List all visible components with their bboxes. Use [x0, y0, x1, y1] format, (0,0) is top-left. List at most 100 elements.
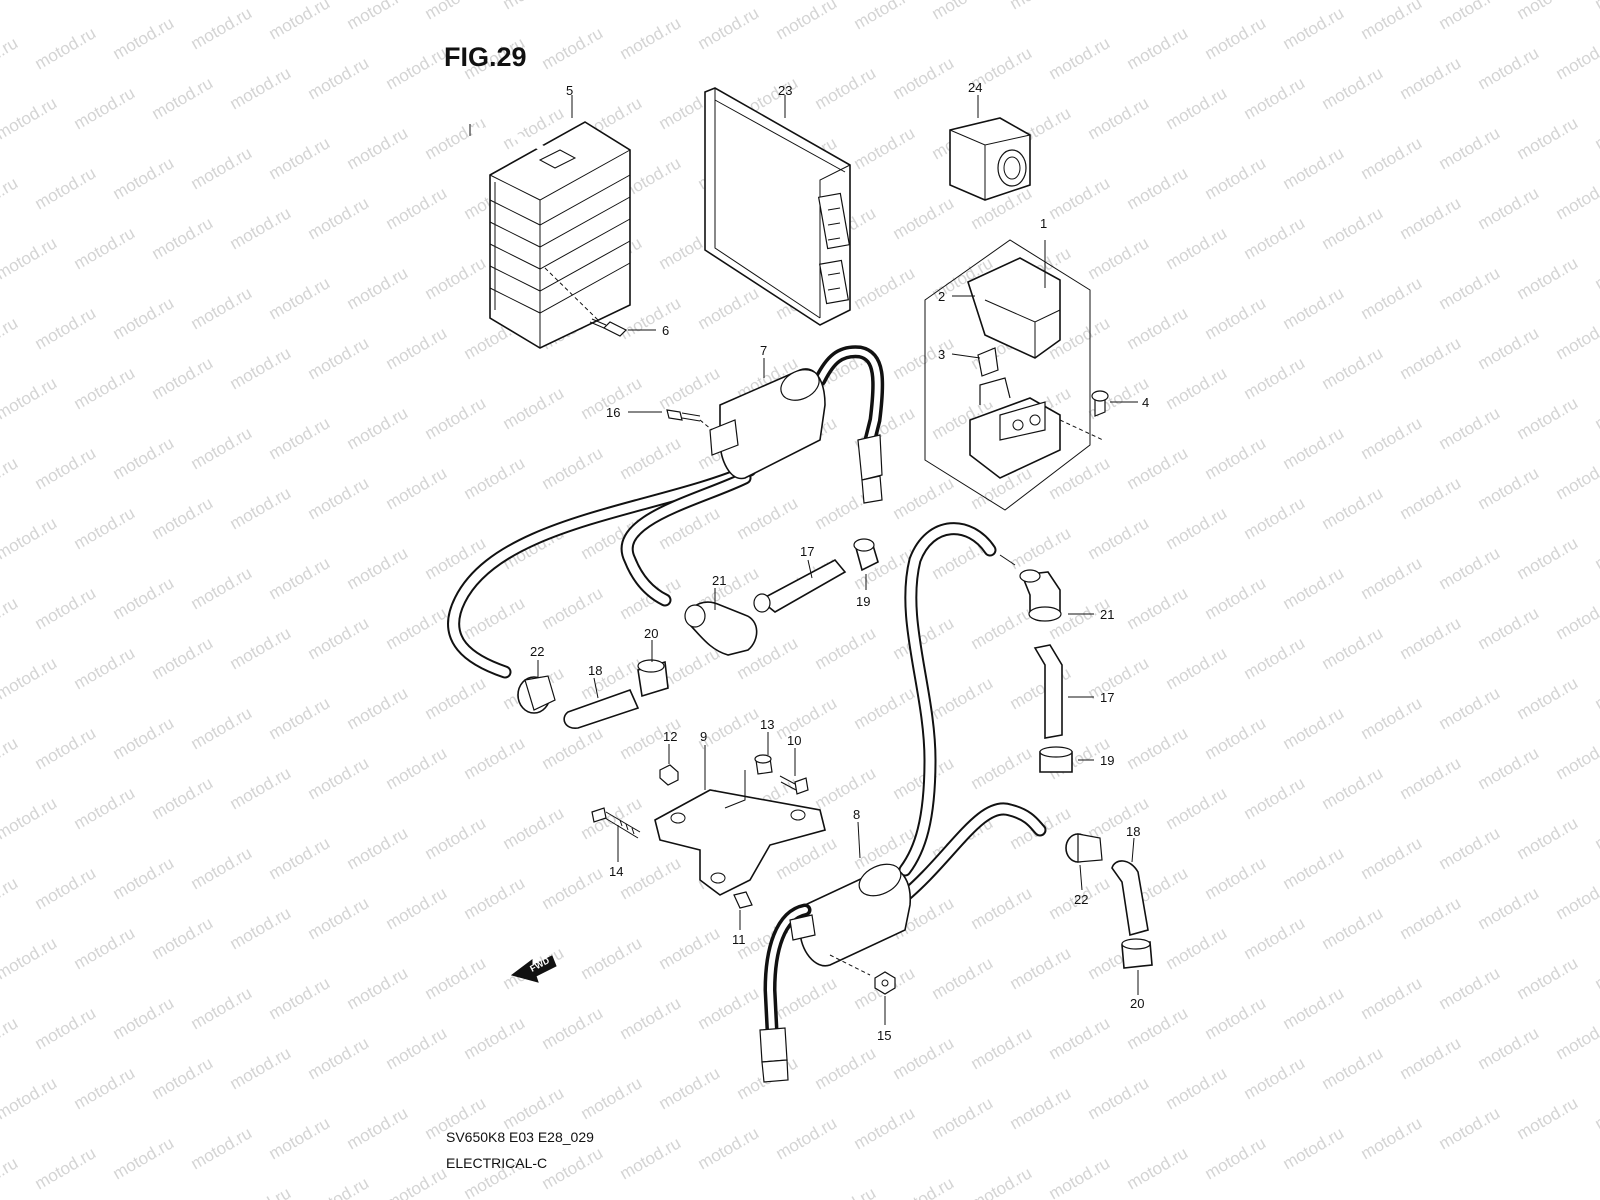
watermark-text: motod.ru: [422, 673, 490, 723]
watermark-text: motod.ru: [1475, 463, 1543, 513]
watermark-text: motod.ru: [110, 993, 178, 1043]
watermark-text: motod.ru: [1124, 723, 1192, 773]
watermark-text: motod.ru: [617, 433, 685, 483]
watermark-text: motod.ru: [1553, 33, 1600, 83]
callout-5: 5: [566, 83, 573, 98]
watermark-text: motod.ru: [71, 363, 139, 413]
watermark-text: motod.ru: [656, 363, 724, 413]
callout-21a: 21: [712, 573, 726, 588]
watermark-text: motod.ru: [1358, 1113, 1426, 1163]
watermark-text: motod.ru: [1553, 873, 1600, 923]
watermark-text: motod.ru: [71, 223, 139, 273]
callout-12: 12: [663, 729, 677, 744]
watermark-text: motod.ru: [1319, 483, 1387, 533]
watermark-text: motod.ru: [1007, 523, 1075, 573]
watermark-text: motod.ru: [383, 183, 451, 233]
watermark-text: motod.ru: [1163, 923, 1231, 973]
watermark-text: motod.ru: [266, 1113, 334, 1163]
watermark-text: motod.ru: [1319, 343, 1387, 393]
seal-20-right: [1121, 938, 1153, 969]
watermark-text: motod.ru: [1397, 53, 1465, 103]
callout-19a: 19: [856, 594, 870, 609]
watermark-text: motod.ru: [500, 1083, 568, 1133]
watermark-text: motod.ru: [344, 1103, 412, 1153]
watermark-text: motod.ru: [812, 763, 880, 813]
watermark-text: motod.ru: [1397, 1033, 1465, 1083]
watermark-text: motod.ru: [110, 13, 178, 63]
watermark-text: motod.ru: [929, 953, 997, 1003]
bolt-14: [591, 807, 641, 839]
watermark-text: motod.ru: [1553, 1013, 1600, 1063]
watermark-text: motod.ru: [1085, 653, 1153, 703]
watermark-text: motod.ru: [266, 833, 334, 883]
watermark-text: motod.ru: [1124, 1143, 1192, 1193]
watermark-text: motod.ru: [1358, 273, 1426, 323]
watermark-text: motod.ru: [890, 1033, 958, 1083]
watermark-text: motod.ru: [773, 1113, 841, 1163]
watermark-text: motod.ru: [305, 613, 373, 663]
watermark-text: motod.ru: [1241, 213, 1309, 263]
leader-18a: [593, 677, 599, 699]
watermark-text: motod.ru: [1514, 533, 1582, 583]
watermark-text: motod.ru: [734, 493, 802, 543]
watermark-text: motod.ru: [1592, 663, 1600, 713]
watermark-text: motod.ru: [1592, 103, 1600, 153]
watermark-text: motod.ru: [1358, 553, 1426, 603]
watermark-text: motod.ru: [695, 983, 763, 1033]
plug-cap-21-left: [684, 601, 758, 656]
watermark-text: motod.ru: [149, 1053, 217, 1103]
watermark-text: motod.ru: [1202, 13, 1270, 63]
callout-15: 15: [877, 1028, 891, 1043]
watermark-text: motod.ru: [110, 153, 178, 203]
watermark-text: motod.ru: [812, 1183, 880, 1200]
watermark-text: motod.ru: [110, 433, 178, 483]
watermark-text: motod.ru: [656, 1063, 724, 1113]
watermark-text: motod.ru: [344, 823, 412, 873]
watermark-text: motod.ru: [1202, 713, 1270, 763]
watermark-text: motod.ru: [227, 763, 295, 813]
hose-right: [898, 522, 1016, 877]
watermark-text: motod.ru: [149, 73, 217, 123]
watermark-text: motod.ru: [0, 313, 21, 363]
watermark-text: motod.ru: [383, 603, 451, 653]
leader-22b: [1079, 864, 1083, 891]
callout-4: 4: [1142, 395, 1149, 410]
plug-cap-17-left: [753, 558, 847, 613]
watermark-text: motod.ru: [1280, 563, 1348, 613]
leader-9b: [724, 770, 746, 809]
watermark-text: motod.ru: [344, 963, 412, 1013]
watermark-text: motod.ru: [656, 923, 724, 973]
watermark-text: motod.ru: [1553, 173, 1600, 223]
watermark-text: motod.ru: [1592, 383, 1600, 433]
watermark-text: motod.ru: [1592, 523, 1600, 573]
watermark-text: motod.ru: [1085, 233, 1153, 283]
regulator-rectifier: [469, 121, 631, 349]
watermark-text: motod.ru: [32, 583, 100, 633]
watermark-text: motod.ru: [305, 53, 373, 103]
watermark-text: motod.ru: [0, 0, 60, 3]
watermark-text: motod.ru: [266, 973, 334, 1023]
watermark-text: motod.ru: [1319, 623, 1387, 673]
watermark-text: motod.ru: [1514, 393, 1582, 443]
watermark-text: motod.ru: [32, 1003, 100, 1053]
watermark-text: motod.ru: [344, 263, 412, 313]
watermark-text: motod.ru: [539, 1143, 607, 1193]
watermark-text: motod.ru: [1436, 1103, 1504, 1153]
watermark-text: motod.ru: [344, 683, 412, 733]
watermark-text: motod.ru: [1280, 983, 1348, 1033]
callout-8: 8: [853, 807, 860, 822]
watermark-text: motod.ru: [1163, 503, 1231, 553]
watermark-text: motod.ru: [890, 333, 958, 383]
watermark-text: motod.ru: [1007, 663, 1075, 713]
seal-20-left: [637, 659, 669, 698]
watermark-text: motod.ru: [110, 573, 178, 623]
relay-24: [949, 117, 1031, 201]
watermark-text: motod.ru: [0, 373, 60, 423]
watermark-text: motod.ru: [1475, 603, 1543, 653]
watermark-text: motod.ru: [1514, 113, 1582, 163]
callout-1: 1: [1040, 216, 1047, 231]
watermark-text: motod.ru: [1124, 163, 1192, 213]
watermark-text: motod.ru: [1007, 0, 1075, 13]
callout-6: 6: [662, 323, 669, 338]
watermark-text: motod.ru: [32, 303, 100, 353]
